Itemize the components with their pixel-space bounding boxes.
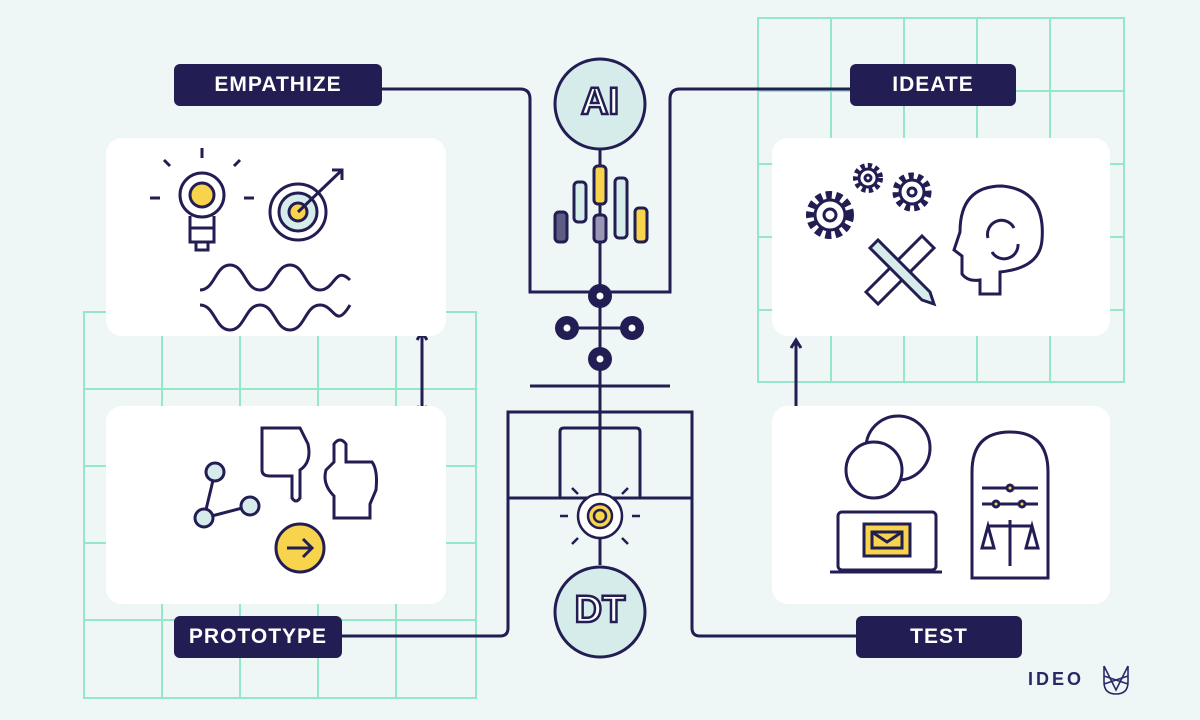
label-ideate: IDEATE <box>850 64 1016 106</box>
label-test: TEST <box>856 616 1022 658</box>
gears-icon <box>806 163 932 239</box>
bar-icons <box>553 164 649 244</box>
ideo-u-logo-mark <box>1103 665 1129 695</box>
wave-icon <box>199 263 352 332</box>
chat-laptop-icon <box>830 414 942 574</box>
card-ideate <box>772 138 1110 336</box>
ai-circle <box>553 57 647 151</box>
card-empathize <box>106 138 446 336</box>
connection-nodes-icon <box>193 461 261 529</box>
lightbulb-icon <box>150 148 254 252</box>
network-nodes <box>555 284 644 371</box>
target-icon <box>268 168 344 242</box>
label-empathize: EMPATHIZE <box>174 64 382 106</box>
ruler-pencil-icon <box>863 233 937 307</box>
label-prototype: PROTOTYPE <box>174 616 342 658</box>
head-cycle-icon <box>952 184 1044 296</box>
ai-label: AI <box>580 80 621 125</box>
design-thinking-core-icon <box>560 476 640 556</box>
card-test <box>772 406 1110 604</box>
arrow-right-circle-icon[interactable] <box>274 522 326 574</box>
balance-scale-icon <box>970 430 1050 580</box>
hand-pointing-up-icon <box>323 438 378 520</box>
card-prototype <box>106 406 446 604</box>
hand-pointing-down-icon <box>260 426 311 503</box>
ideo-logo-text: IDEO <box>1028 669 1085 689</box>
dt-label: DT <box>573 588 626 633</box>
dt-circle <box>553 565 647 659</box>
